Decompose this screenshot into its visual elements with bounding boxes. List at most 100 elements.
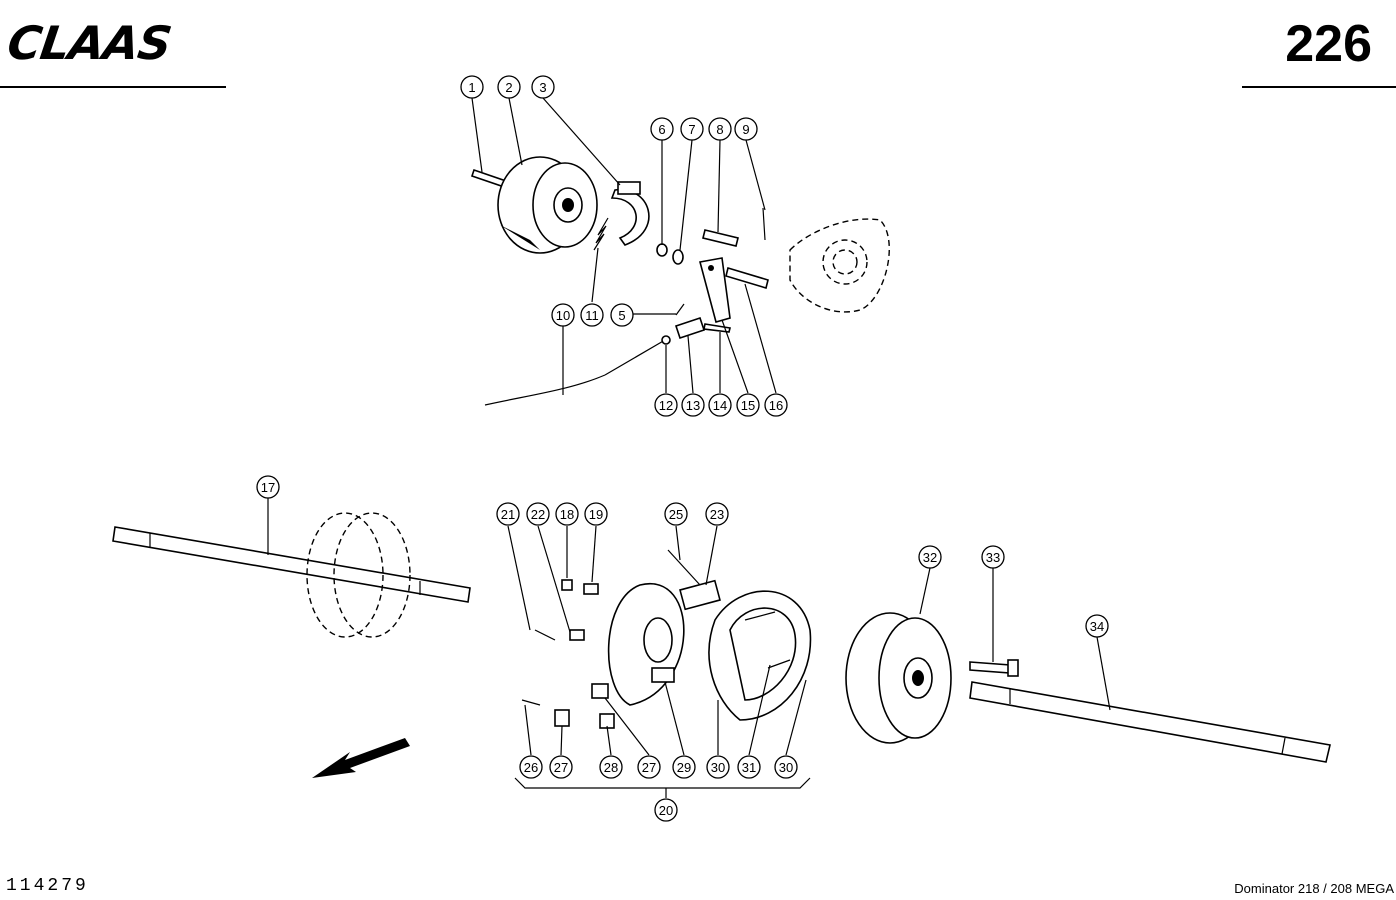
shaft-pin-part [725, 266, 769, 290]
callout-5: 5 [610, 303, 634, 327]
left-shaft-part [112, 526, 471, 603]
drawing-number: 114279 [6, 876, 89, 896]
callout-3: 3 [531, 75, 555, 99]
callout-label: 22 [531, 507, 545, 522]
callout-27: 27 [637, 755, 661, 779]
page-number: 226 [1285, 15, 1372, 73]
callout-label: 28 [604, 760, 618, 775]
callout-label: 29 [677, 760, 691, 775]
callout-17: 17 [256, 475, 280, 499]
callout-label: 14 [713, 398, 727, 413]
bolt-part [702, 229, 739, 247]
pulley-drum-part [497, 156, 598, 254]
callout-label: 10 [556, 308, 570, 323]
callout-label: 1 [468, 80, 475, 95]
callout-16: 16 [764, 393, 788, 417]
callout-label: 15 [741, 398, 755, 413]
cable-part [484, 335, 671, 406]
leader-lines [267, 97, 1111, 798]
clevis-part [674, 316, 706, 340]
spring-part [593, 217, 609, 251]
callout-label: 17 [261, 480, 275, 495]
callout-20: 20 [654, 798, 678, 822]
callout-label: 23 [710, 507, 724, 522]
callout-label: 34 [1090, 619, 1104, 634]
bracket-20 [514, 777, 811, 789]
callout-11: 11 [580, 303, 604, 327]
header-rule-right [1242, 86, 1396, 88]
callout-22: 22 [526, 502, 550, 526]
washer-parts [656, 243, 684, 265]
callout-15: 15 [736, 393, 760, 417]
callout-30: 30 [706, 755, 730, 779]
callout-label: 26 [524, 760, 538, 775]
callout-30: 30 [774, 755, 798, 779]
callout-7: 7 [680, 117, 704, 141]
lever-part [699, 257, 731, 323]
callout-13: 13 [681, 393, 705, 417]
callout-32: 32 [918, 545, 942, 569]
small-pin-part [762, 207, 766, 241]
callout-label: 31 [742, 760, 756, 775]
callout-label: 16 [769, 398, 783, 413]
callout-10: 10 [551, 303, 575, 327]
right-shaft-part [969, 681, 1331, 763]
callout-label: 25 [669, 507, 683, 522]
model-label: Dominator 218 / 208 MEGA [1234, 881, 1394, 896]
callout-2: 2 [497, 75, 521, 99]
housing-outline [789, 218, 890, 313]
anchor-plate-part [607, 582, 685, 706]
callout-label: 30 [779, 760, 793, 775]
callout-label: 6 [658, 122, 665, 137]
callout-9: 9 [734, 117, 758, 141]
callout-27: 27 [549, 755, 573, 779]
pulley-32-part [845, 612, 952, 744]
callout-label: 30 [711, 760, 725, 775]
callout-label: 18 [560, 507, 574, 522]
wheel-cylinder-part [667, 549, 721, 611]
callout-28: 28 [599, 755, 623, 779]
small-parts [521, 579, 675, 729]
callout-label: 5 [618, 308, 625, 323]
bolt-33-part [969, 659, 1019, 677]
header-rule-left [0, 86, 226, 88]
callout-12: 12 [654, 393, 678, 417]
split-pin-part [675, 303, 685, 316]
callout-18: 18 [555, 502, 579, 526]
brake-shoes-part [708, 590, 812, 721]
callout-21: 21 [496, 502, 520, 526]
callout-label: 11 [585, 308, 599, 323]
callout-label: 21 [501, 507, 515, 522]
callout-label: 2 [505, 80, 512, 95]
callout-label: 27 [642, 760, 656, 775]
callout-31: 31 [737, 755, 761, 779]
callout-25: 25 [664, 502, 688, 526]
callout-1: 1 [460, 75, 484, 99]
callout-label: 3 [539, 80, 546, 95]
screw-part [703, 323, 731, 333]
callout-label: 32 [923, 550, 937, 565]
callout-29: 29 [672, 755, 696, 779]
callout-8: 8 [708, 117, 732, 141]
callout-label: 7 [688, 122, 695, 137]
callout-label: 13 [686, 398, 700, 413]
callout-6: 6 [650, 117, 674, 141]
callout-label: 9 [742, 122, 749, 137]
callout-23: 23 [705, 502, 729, 526]
callout-33: 33 [981, 545, 1005, 569]
callout-26: 26 [519, 755, 543, 779]
callout-label: 20 [659, 803, 673, 818]
direction-arrow-icon [312, 738, 410, 778]
callout-14: 14 [708, 393, 732, 417]
callout-label: 33 [986, 550, 1000, 565]
callout-label: 19 [589, 507, 603, 522]
callout-34: 34 [1085, 614, 1109, 638]
callout-label: 8 [716, 122, 723, 137]
brake-shoe-part [610, 181, 650, 246]
callout-label: 12 [659, 398, 673, 413]
callout-label: 27 [554, 760, 568, 775]
callout-19: 19 [584, 502, 608, 526]
left-drum-outline [306, 512, 411, 638]
